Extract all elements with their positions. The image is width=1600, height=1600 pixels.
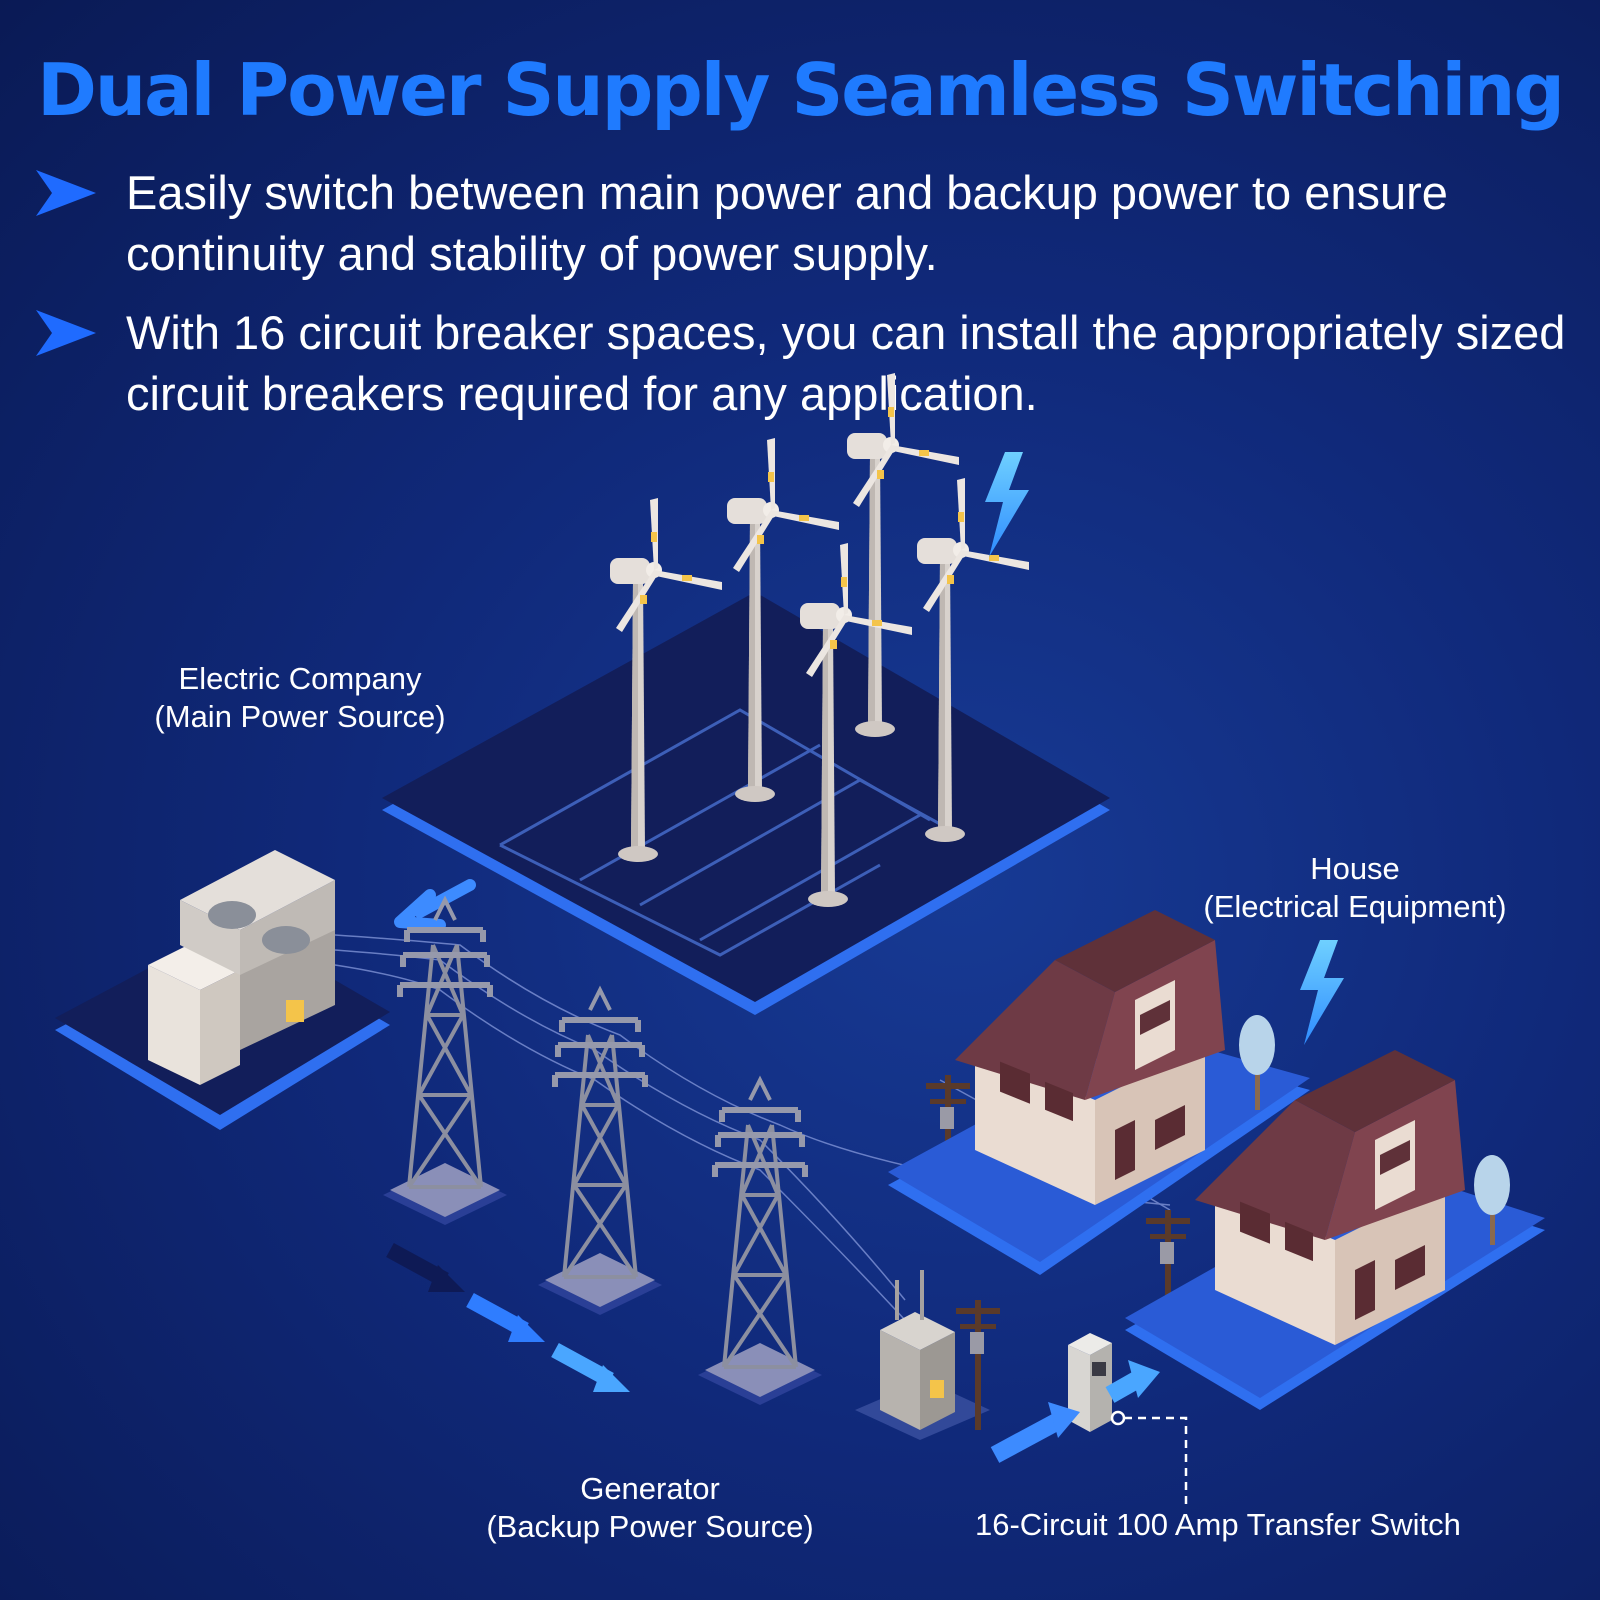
power-tower-icon <box>383 900 507 1225</box>
bullet-item: With 16 circuit breaker spaces, you can … <box>36 302 1576 432</box>
wind-farm-platform <box>382 592 1110 1015</box>
lightning-icon <box>1300 940 1344 1045</box>
house-label: House (Electrical Equipment) <box>1180 850 1530 926</box>
label-line: Electric Company <box>178 661 422 696</box>
flow-arrow-icon <box>386 1242 465 1292</box>
tree-icon <box>1474 1155 1510 1245</box>
flow-arrow-icon <box>551 1342 630 1392</box>
callout-line <box>1110 1410 1188 1505</box>
arrow-bullet-icon <box>36 310 96 356</box>
label-line: (Backup Power Source) <box>486 1509 814 1544</box>
bullet-item: Easily switch between main power and bac… <box>36 162 1576 292</box>
generator-icon <box>855 1270 990 1440</box>
tree-icon <box>1239 1015 1275 1110</box>
electric-company-label: Electric Company (Main Power Source) <box>140 660 460 736</box>
bullet-text: With 16 circuit breaker spaces, you can … <box>126 306 1566 420</box>
label-line: House <box>1310 851 1400 886</box>
arrow-bullet-icon <box>36 170 96 216</box>
bullet-text: Easily switch between main power and bac… <box>126 166 1448 280</box>
transfer-switch-label: 16-Circuit 100 Amp Transfer Switch <box>975 1506 1505 1544</box>
label-line: (Electrical Equipment) <box>1203 889 1507 924</box>
power-tower-icon <box>538 990 662 1315</box>
flow-arrow-icon <box>466 1292 545 1342</box>
power-plant <box>55 850 390 1130</box>
generator-label: Generator (Backup Power Source) <box>470 1470 830 1546</box>
label-line: (Main Power Source) <box>154 699 446 734</box>
flow-arrow-icon <box>1105 1360 1160 1403</box>
flow-arrow-icon <box>990 1402 1080 1463</box>
lightning-icon <box>985 452 1029 557</box>
power-tower-icon <box>698 1080 822 1405</box>
page-title: Dual Power Supply Seamless Switching <box>37 48 1565 132</box>
label-line: 16-Circuit 100 Amp Transfer Switch <box>975 1507 1461 1542</box>
label-line: Generator <box>580 1471 720 1506</box>
